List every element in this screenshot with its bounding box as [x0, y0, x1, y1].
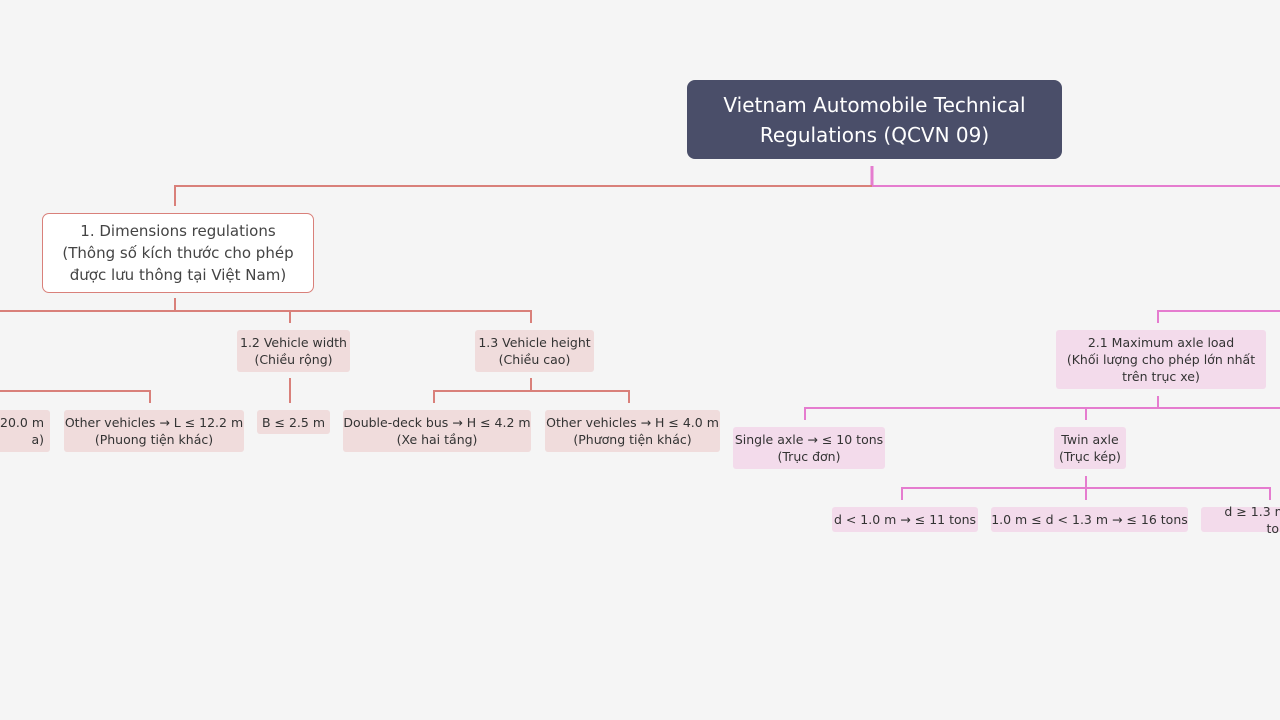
connector-root-to-dimensions [174, 185, 872, 206]
topic-length-bus[interactable]: ≤ 20.0 m a) [0, 410, 50, 452]
connector-axle-top [1157, 310, 1280, 323]
connector-dimensions-bus [0, 310, 532, 323]
topic-twin-axle-d-under-1-0[interactable]: d < 1.0 m → ≤ 11 tons [832, 507, 978, 532]
connector-height-bus [433, 390, 630, 403]
topic-twin-axle-d-over-1-3[interactable]: d ≥ 1.3 m → ≤ 18 tons [1201, 504, 1280, 536]
topic-twin-axle[interactable]: Twin axle (Trục kép) [1054, 427, 1126, 469]
topic-height-other-vehicles[interactable]: Other vehicles → H ≤ 4.0 m (Phương tiện … [545, 410, 720, 452]
topic-vehicle-width[interactable]: 1.2 Vehicle width (Chiều rộng) [237, 330, 350, 372]
topic-twin-axle-d-1-0-to-1-3[interactable]: 1.0 m ≤ d < 1.3 m → ≤ 16 tons [991, 507, 1188, 532]
topic-single-axle[interactable]: Single axle → ≤ 10 tons (Trục đơn) [733, 427, 885, 469]
topic-width-value[interactable]: B ≤ 2.5 m [257, 410, 330, 434]
root-topic[interactable]: Vietnam Automobile Technical Regulations… [687, 80, 1062, 159]
connector-axle-bus [804, 407, 1280, 420]
connector-length-bus [0, 390, 151, 403]
topic-height-double-deck-bus[interactable]: Double-deck bus → H ≤ 4.2 m (Xe hai tầng… [343, 410, 531, 452]
topic-vehicle-height[interactable]: 1.3 Vehicle height (Chiều cao) [475, 330, 594, 372]
topic-maximum-axle-load[interactable]: 2.1 Maximum axle load (Khối lượng cho ph… [1056, 330, 1266, 389]
topic-length-other-vehicles[interactable]: Other vehicles → L ≤ 12.2 m (Phuong tiện… [64, 410, 244, 452]
topic-dimensions-regulations[interactable]: 1. Dimensions regulations (Thông số kích… [42, 213, 314, 293]
